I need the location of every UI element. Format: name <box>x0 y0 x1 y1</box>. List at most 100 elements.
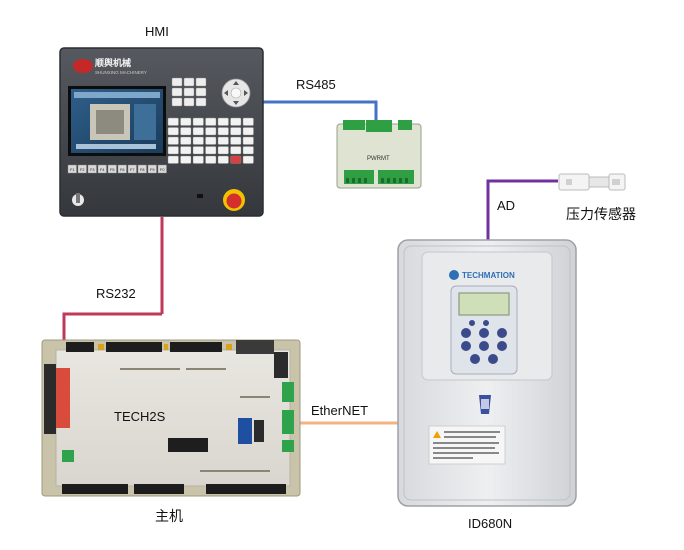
hmi-key <box>183 97 195 107</box>
hmi-key <box>217 136 229 145</box>
hmi-key <box>242 136 254 145</box>
hmi-key <box>205 155 217 164</box>
function-key-label: F0 <box>160 168 164 172</box>
hmi-key <box>230 117 242 126</box>
pwrmt-module: PWRMT <box>336 120 422 189</box>
hmi-key <box>183 87 195 97</box>
hmi-key <box>192 117 204 126</box>
rs485-cable <box>262 100 378 124</box>
hmi-key <box>167 127 179 136</box>
hmi-key <box>230 146 242 155</box>
hmi-key <box>183 77 195 87</box>
hmi-key <box>180 117 192 126</box>
key-switch <box>72 193 84 206</box>
hmi-key <box>230 127 242 136</box>
techmation-logo: TECHMATION <box>449 270 515 280</box>
function-key-label: F7 <box>130 168 134 172</box>
main-unit-label: 主机 <box>155 509 183 525</box>
hmi-key <box>242 127 254 136</box>
hmi-key <box>167 117 179 126</box>
hmi-key <box>192 136 204 145</box>
hmi-key <box>205 117 217 126</box>
rs232-label: RS232 <box>96 286 136 301</box>
hmi-key <box>180 146 192 155</box>
hmi-key <box>171 77 183 87</box>
hmi-key <box>242 117 254 126</box>
hmi-key <box>167 155 179 164</box>
hmi-key <box>192 146 204 155</box>
indicator-led <box>197 194 203 198</box>
hmi-key <box>180 155 192 164</box>
hmi-key <box>180 127 192 136</box>
function-key <box>127 164 137 174</box>
hmi-key <box>217 146 229 155</box>
pressure-sensor-device <box>558 173 626 191</box>
function-key-label: F2 <box>80 168 84 172</box>
function-key <box>117 164 127 174</box>
hmi-key <box>167 146 179 155</box>
function-key-label: F6 <box>120 168 124 172</box>
hmi-brand-cn: 顺舆机械 <box>95 57 131 68</box>
hmi-key <box>205 136 217 145</box>
hmi-key <box>180 136 192 145</box>
servo-drive: TECHMATION <box>397 239 577 507</box>
drive-emblem <box>479 395 491 414</box>
arrow-up-icon <box>233 81 239 85</box>
hmi-label: HMI <box>145 24 169 39</box>
function-key <box>137 164 147 174</box>
hmi-key <box>171 87 183 97</box>
function-key-row: F1 F2 F3 F4 F5 F6 F7 F8 F9 F0 <box>67 164 167 174</box>
function-key-label: F8 <box>140 168 144 172</box>
hmi-key <box>217 155 229 164</box>
board-chip <box>168 438 208 452</box>
function-key-label: F4 <box>100 168 104 172</box>
function-key <box>147 164 157 174</box>
warning-label <box>428 425 506 465</box>
function-key-label: F5 <box>110 168 114 172</box>
hmi-brand-en: SHUNXING MACHINERY <box>95 70 147 75</box>
drive-lcd <box>458 292 510 316</box>
arrow-down-icon <box>233 101 239 105</box>
hmi-key <box>167 136 179 145</box>
arrow-right-icon <box>244 90 248 96</box>
main-controller-board <box>41 339 301 497</box>
ad-label: AD <box>497 198 516 213</box>
hmi-key <box>205 146 217 155</box>
drive-label: ID680N <box>468 516 513 531</box>
function-key-label: F9 <box>150 168 154 172</box>
function-key <box>107 164 117 174</box>
function-key <box>157 164 167 174</box>
board-model-label: TECH2S <box>114 409 166 424</box>
hmi-key <box>171 97 183 107</box>
hmi-key <box>217 117 229 126</box>
hmi-key <box>195 87 207 97</box>
function-key-label: F1 <box>70 168 74 172</box>
hmi-key <box>217 127 229 136</box>
hmi-key <box>242 146 254 155</box>
pressure-sensor-label: 压力传感器 <box>566 207 636 223</box>
emergency-stop-button <box>223 189 245 211</box>
function-key <box>77 164 87 174</box>
hmi-key <box>195 97 207 107</box>
hmi-key <box>230 155 242 164</box>
hmi-key <box>230 136 242 145</box>
ethernet-label: EtherNET <box>311 403 369 418</box>
function-key <box>67 164 77 174</box>
function-key-label: F3 <box>90 168 94 172</box>
hmi-panel: 顺舆机械 SHUNXING MACHINERY F1 F2 F3 F4 F5 F6 F7 F8… <box>59 47 264 217</box>
function-key <box>87 164 97 174</box>
drive-keys <box>461 320 507 364</box>
hmi-key <box>192 127 204 136</box>
hmi-key <box>205 127 217 136</box>
navigation-pad <box>221 78 251 108</box>
hmi-key <box>195 77 207 87</box>
module-name: PWRMT <box>367 156 390 162</box>
hmi-keypad <box>167 77 254 164</box>
ad-cable <box>486 179 558 240</box>
function-key <box>97 164 107 174</box>
svg-text:TECHMATION: TECHMATION <box>462 271 515 280</box>
hmi-key <box>192 155 204 164</box>
arrow-left-icon <box>224 90 228 96</box>
